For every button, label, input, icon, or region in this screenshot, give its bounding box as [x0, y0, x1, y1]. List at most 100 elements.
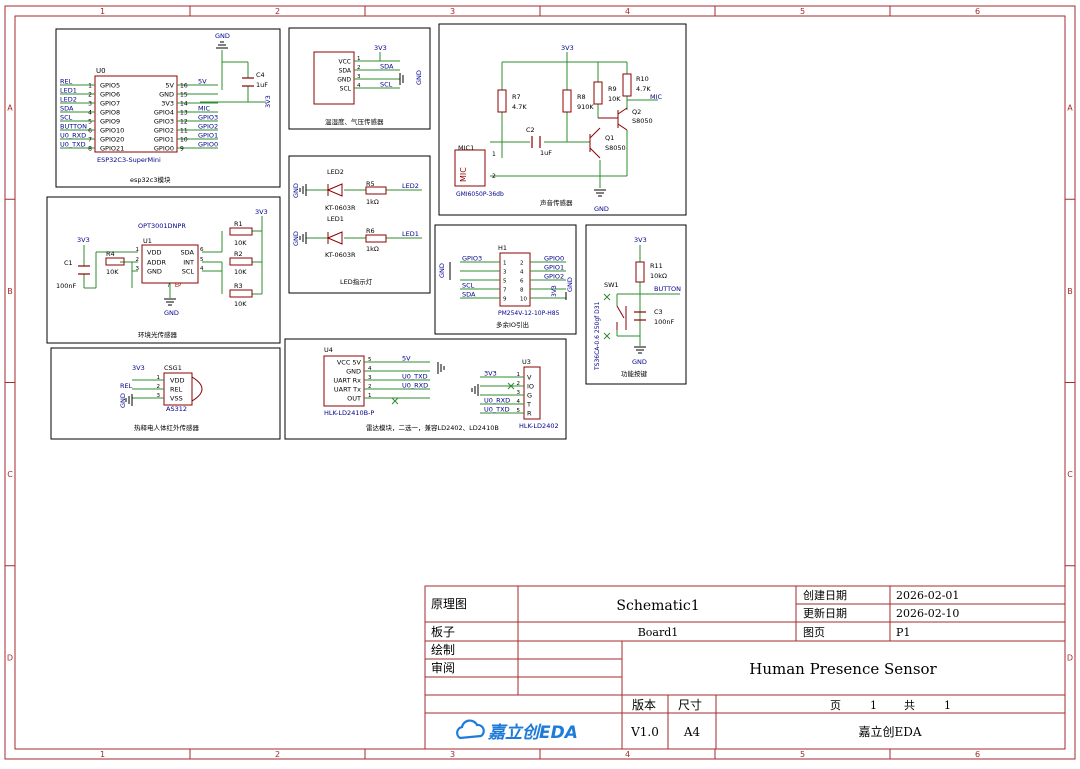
u4-pin-name: GND	[346, 368, 361, 376]
esp32-right-pin-num: 16	[180, 83, 188, 90]
esp32-left-pin-num: 6	[88, 128, 92, 135]
esp32-left-pin-num: 4	[88, 110, 92, 117]
frame-column-label-bottom: 4	[625, 750, 630, 759]
tb-review-label: 审阅	[431, 660, 455, 675]
esp32-right-net: GPIO0	[198, 141, 218, 149]
tb-created: 2026-02-01	[896, 589, 959, 602]
esp32-left-net: LED1	[60, 87, 77, 95]
sound-wiring	[490, 52, 658, 188]
frame-row-label-right: B	[1067, 287, 1073, 296]
esp32-left-pin-num: 2	[88, 92, 92, 99]
light-ref: U1	[143, 237, 152, 245]
led-gnd-2: GND	[292, 231, 300, 246]
gnd-symbol	[437, 362, 479, 396]
frame-column-label-bottom: 6	[975, 750, 980, 759]
header-gnd-left: GND	[438, 263, 446, 278]
u3-pin-name: V	[527, 374, 532, 382]
bmp-pin-num: 2	[357, 65, 361, 71]
led2-part: KT-0603R	[325, 204, 356, 212]
gnd-symbol	[299, 184, 307, 244]
esp32-right-pin-name: GPIO0	[154, 145, 174, 153]
header-left-num: 9	[503, 297, 507, 303]
frame-row-label-left: C	[7, 470, 13, 479]
gnd-symbol	[125, 394, 133, 406]
esp32-left-pin-num: 5	[88, 119, 92, 126]
u4-net: 5V	[402, 355, 411, 363]
led1-net: LED1	[402, 230, 419, 238]
tb-board: Board1	[638, 626, 679, 639]
header-right-num: 6	[520, 279, 524, 285]
r6-value: 1kΩ	[366, 245, 379, 253]
sw1-switch	[616, 305, 627, 330]
header-right-net: GPIO0	[544, 255, 564, 263]
r10-ref: R10	[636, 75, 649, 83]
mic-gnd: GND	[594, 205, 609, 213]
header-left-net: SCL	[462, 282, 475, 290]
c2-ref: C2	[526, 126, 535, 134]
u3-pin-name: G	[527, 392, 532, 400]
radar-caption: 雷达模块，二选一，兼容LD2402、LD2410B	[366, 423, 499, 432]
bmp-pin-name: GND	[337, 77, 351, 84]
esp32-right-pin-num: 9	[180, 146, 184, 153]
c3-ref: C3	[654, 308, 663, 316]
button-gnd: GND	[632, 358, 647, 366]
pir-part: AS312	[166, 405, 187, 413]
light-3v3-left: 3V3	[77, 236, 90, 244]
header-left-num: 7	[503, 288, 507, 294]
light-pin-left: VDD	[147, 249, 161, 257]
title-block: 原理图 Schematic1 创建日期 2026-02-01 更新日期 2026…	[424, 585, 1066, 750]
esp32-right-net: 5V	[198, 78, 207, 86]
u3-part: HLK-LD2402	[519, 422, 559, 430]
c3-capacitor	[634, 311, 646, 321]
esp32-3v3-label: 3V3	[264, 95, 272, 108]
tb-updated: 2026-02-10	[896, 607, 959, 620]
bmp-net: SDA	[380, 63, 394, 71]
r11-resistor	[635, 261, 645, 283]
frame-row-label-right: D	[1067, 653, 1073, 662]
esp32-right-net: GPIO2	[198, 123, 218, 131]
u3-net: 3V3	[484, 370, 497, 378]
tb-page: P1	[896, 626, 910, 639]
esp32-left-pin-name: GPIO5	[100, 82, 120, 90]
tb-page-of-label: 页	[830, 699, 841, 712]
bmp-caption: 温湿度、气压传感器	[325, 117, 384, 126]
led-caption: LED指示灯	[340, 277, 373, 286]
u3-net: U0_TXD	[484, 406, 510, 414]
tb-page-num: 1	[870, 699, 877, 712]
frame-ticks	[5, 6, 1075, 759]
u4-pin-num: 5	[368, 357, 372, 363]
c4-capacitor	[242, 77, 254, 87]
no-connect-mark	[391, 397, 399, 405]
r6-ref: R6	[366, 227, 375, 235]
sound-caption: 声音传感器	[540, 198, 573, 207]
r8-ref: R8	[577, 93, 586, 101]
pir-net: REL	[120, 382, 133, 390]
mic-3v3: 3V3	[561, 44, 574, 52]
frame-column-label-bottom: 2	[275, 750, 280, 759]
tb-version-label: 版本	[632, 698, 656, 712]
pir-dome	[191, 376, 203, 402]
q1-ref: Q1	[605, 134, 614, 142]
u4-pin-num: 4	[368, 366, 372, 372]
c1-value: 100nF	[56, 282, 77, 290]
esp32-right-pin-num: 15	[180, 92, 188, 99]
light-3v3-right: 3V3	[255, 208, 268, 216]
led-block: GND GND LED2 LED1 KT-0603R KT-0603R R5 1…	[288, 155, 431, 294]
tb-size-label: 尺寸	[678, 698, 702, 712]
r3-ref: R3	[234, 282, 243, 290]
esp32-right-pin-num: 11	[180, 128, 188, 135]
light-pin-num-right: 5	[200, 257, 204, 263]
bmp-net: 3V3	[374, 44, 387, 52]
r7-value: 4.7K	[512, 103, 527, 111]
esp32-right-pin-name: GPIO4	[154, 109, 174, 117]
u3-pin-num: 4	[517, 399, 521, 405]
pir-3v3: 3V3	[132, 364, 145, 372]
tb-total-label: 共	[904, 699, 915, 712]
led2-ref: LED2	[327, 168, 344, 176]
c2-value: 1uF	[540, 149, 552, 157]
